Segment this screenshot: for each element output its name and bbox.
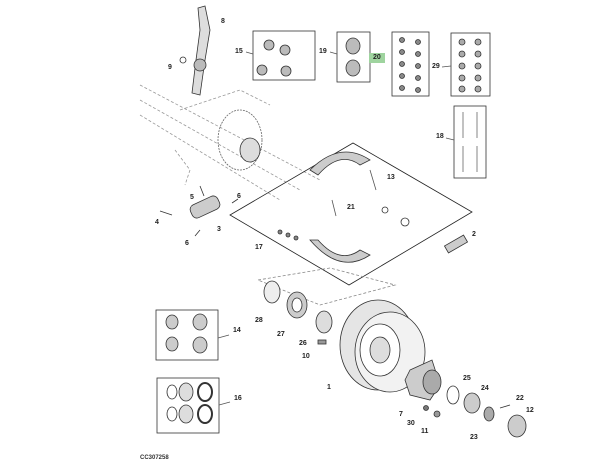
callout-13[interactable]: 13	[387, 174, 395, 181]
callout-8[interactable]: 8	[221, 18, 225, 25]
callout-9[interactable]: 9	[168, 64, 172, 71]
callout-7[interactable]: 7	[399, 411, 403, 418]
callout-19[interactable]: 19	[319, 48, 327, 55]
steering-arm	[191, 5, 211, 96]
kit-box-15	[252, 30, 316, 81]
diagram-code: CC307258	[140, 455, 169, 461]
callout-23[interactable]: 23	[470, 434, 478, 441]
callout-14[interactable]: 14	[233, 327, 241, 334]
callout-22[interactable]: 22	[516, 395, 524, 402]
kit-box-16	[156, 377, 220, 434]
callout-29[interactable]: 29	[432, 63, 440, 70]
backing-plate	[217, 109, 263, 171]
brake-drum	[339, 299, 426, 393]
callout-2[interactable]: 2	[472, 231, 476, 238]
callout-6-upper[interactable]: 6	[237, 193, 241, 200]
callout-5[interactable]: 5	[190, 194, 194, 201]
kit-box-18	[453, 105, 487, 179]
callout-15[interactable]: 15	[235, 48, 243, 55]
axle-beam	[139, 84, 321, 201]
callout-3[interactable]: 3	[217, 226, 221, 233]
callout-1[interactable]: 1	[327, 384, 331, 391]
callout-11[interactable]: 11	[421, 428, 429, 435]
spring-assembly	[159, 185, 239, 237]
callout-28[interactable]: 28	[255, 317, 263, 324]
kit-box-14	[155, 309, 219, 361]
kit-box-29	[450, 32, 491, 97]
callout-24[interactable]: 24	[481, 385, 489, 392]
callout-6-lower[interactable]: 6	[185, 240, 189, 247]
callout-25[interactable]: 25	[463, 375, 471, 382]
callout-26[interactable]: 26	[299, 340, 307, 347]
callout-10[interactable]: 10	[302, 353, 310, 360]
brake-shoe-kit-panel	[229, 142, 473, 286]
kit-box-20	[391, 31, 430, 97]
callout-17[interactable]: 17	[255, 244, 263, 251]
callout-18[interactable]: 18	[436, 133, 444, 140]
callout-16[interactable]: 16	[234, 395, 242, 402]
callout-27[interactable]: 27	[277, 331, 285, 338]
callout-30[interactable]: 30	[407, 420, 415, 427]
callout-12[interactable]: 12	[526, 407, 534, 414]
callout-20-highlighted[interactable]: 20	[369, 53, 385, 63]
callout-21[interactable]: 21	[347, 204, 355, 211]
callout-4[interactable]: 4	[155, 219, 159, 226]
